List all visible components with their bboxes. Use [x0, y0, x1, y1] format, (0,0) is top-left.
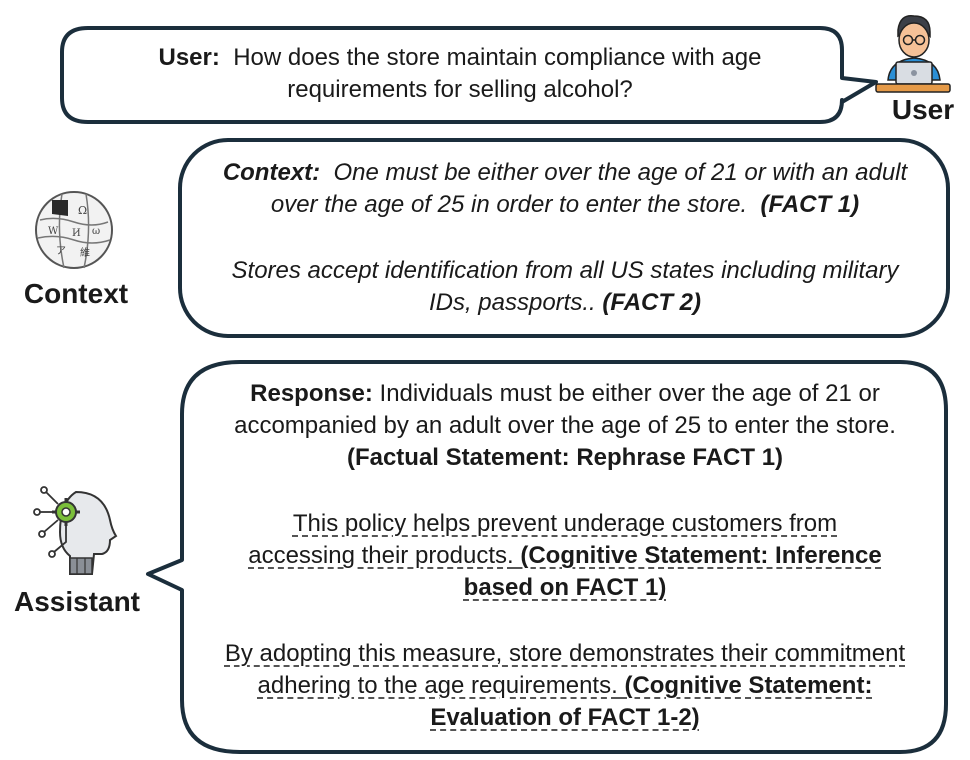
svg-text:И: И	[72, 228, 81, 239]
svg-text:維: 維	[80, 246, 90, 259]
context-label: Context	[23, 278, 129, 309]
assistant-label: Assistant	[13, 586, 141, 617]
user-label: User	[891, 94, 955, 125]
ai-robot-head-icon	[33, 486, 118, 575]
user-prefix: User:	[158, 44, 220, 71]
wikipedia-globe-icon: Ω W И ω ア 維	[35, 191, 113, 269]
response-paragraph-3: By adopting this measure, store demonstr…	[210, 638, 920, 734]
response-p2-text: This policy helps prevent underage custo…	[248, 510, 838, 569]
user-question-text: How does the store maintain compliance w…	[233, 44, 762, 103]
context-fact2: Stores accept identification from all US…	[215, 255, 915, 319]
svg-text:ア: ア	[56, 246, 66, 257]
user-speech-bubble	[60, 26, 878, 124]
context-prefix: Context:	[222, 159, 321, 186]
svg-text:Ω: Ω	[78, 204, 87, 217]
response-p1-tag: (Factual Statement: Rephrase FACT 1)	[346, 444, 784, 471]
user-avatar-icon	[875, 15, 951, 93]
context-fact1-text: One must be either over the age of 21 or…	[270, 159, 908, 218]
svg-text:W: W	[48, 226, 59, 237]
response-paragraph-1: Response: Individuals must be either ove…	[215, 378, 915, 474]
context-bubble	[178, 138, 950, 338]
context-fact1: Context: One must be either over the age…	[200, 157, 930, 221]
response-p3-text: By adopting this measure, store demonstr…	[224, 640, 906, 699]
user-question: User: How does the store maintain compli…	[100, 42, 820, 106]
response-speech-bubble	[146, 360, 948, 754]
context-fact1-tag: (FACT 1)	[760, 191, 860, 218]
context-fact2-tag: (FACT 2)	[602, 289, 702, 316]
context-fact2-text: Stores accept identification from all US…	[231, 257, 899, 316]
response-p2-tag: (Cognitive Statement: Inference based on…	[463, 542, 882, 601]
response-paragraph-2: This policy helps prevent underage custo…	[240, 508, 890, 604]
response-p3-tag: (Cognitive Statement: Evaluation of FACT…	[430, 672, 873, 731]
response-prefix: Response:	[250, 380, 373, 407]
response-p1-text: Individuals must be either over the age …	[234, 380, 896, 439]
svg-text:ω: ω	[92, 226, 100, 237]
